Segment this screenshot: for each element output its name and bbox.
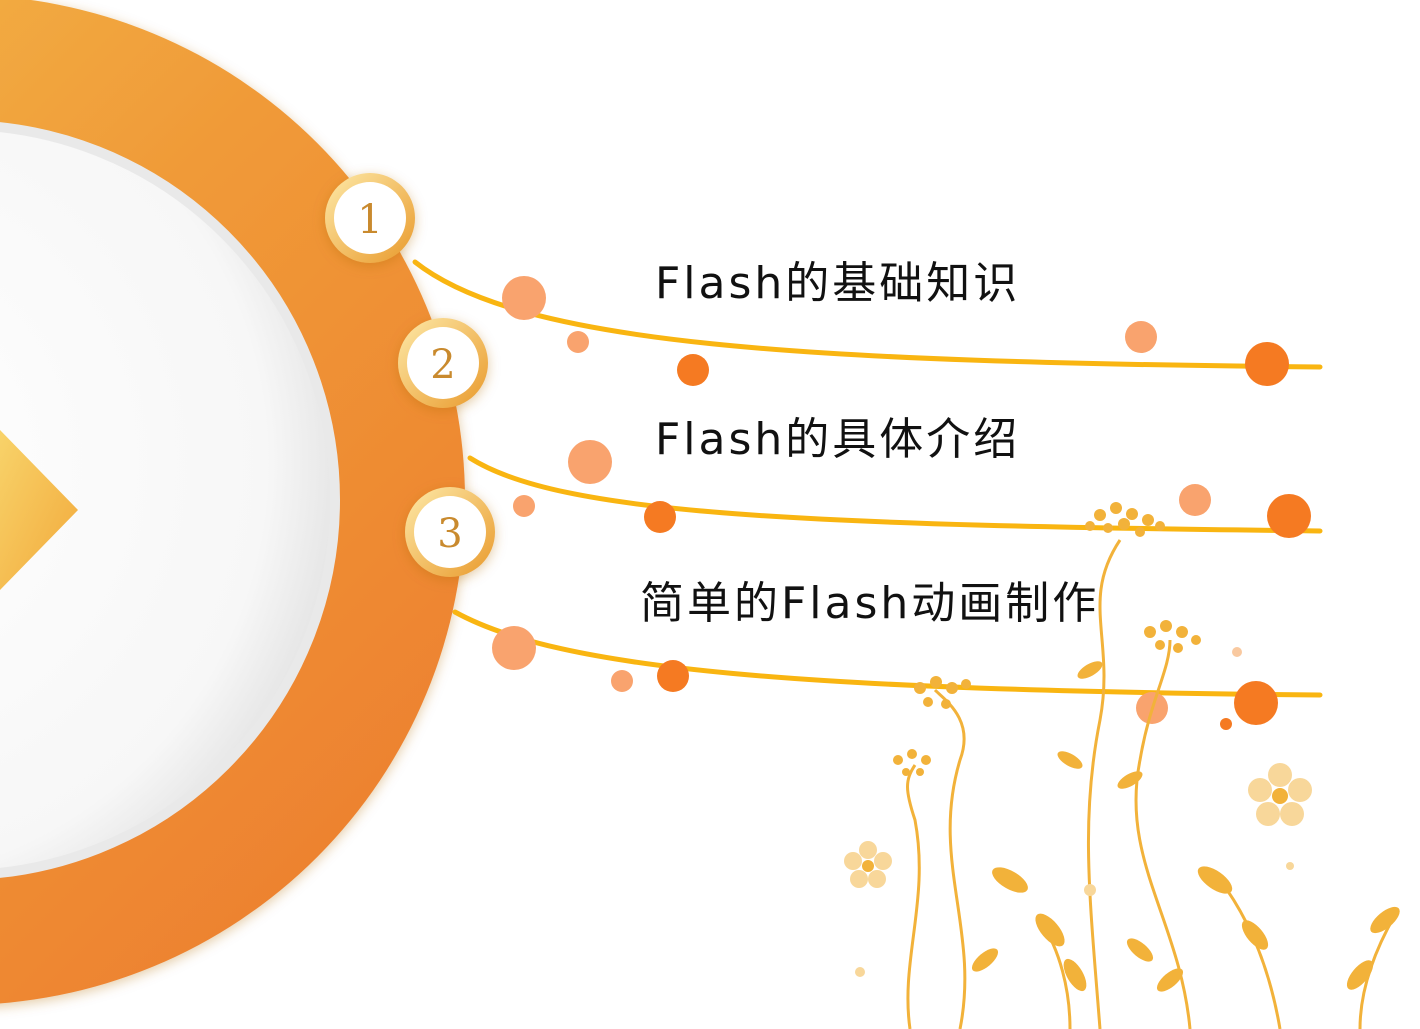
flower-cluster-4 xyxy=(893,749,931,776)
connector-line-1 xyxy=(412,259,1323,370)
flower-cluster-1 xyxy=(1085,502,1165,537)
small-flower-1 xyxy=(1248,763,1312,826)
badge-2[interactable]: 2 xyxy=(398,318,488,408)
badge-number: 2 xyxy=(430,342,455,388)
badge-number: 1 xyxy=(357,197,382,243)
arrow-shape xyxy=(0,430,78,590)
decorative-dots xyxy=(492,276,1311,730)
badge-number: 3 xyxy=(437,511,462,557)
item-label-1[interactable]: Flash的基础知识 xyxy=(655,258,1021,309)
small-flowers xyxy=(844,763,1312,977)
item-label-3[interactable]: 简单的Flash动画制作 xyxy=(640,578,1100,629)
flower-cluster-3 xyxy=(914,676,971,709)
flower-clusters xyxy=(893,502,1201,776)
item-label-2[interactable]: Flash的具体介绍 xyxy=(655,414,1021,465)
badge-3[interactable]: 3 xyxy=(405,487,495,577)
floral-decoration xyxy=(906,539,1397,1029)
leaves xyxy=(971,661,1400,992)
badge-1[interactable]: 1 xyxy=(325,173,415,263)
small-flower-2 xyxy=(844,841,892,888)
flower-cluster-2 xyxy=(1144,620,1201,653)
